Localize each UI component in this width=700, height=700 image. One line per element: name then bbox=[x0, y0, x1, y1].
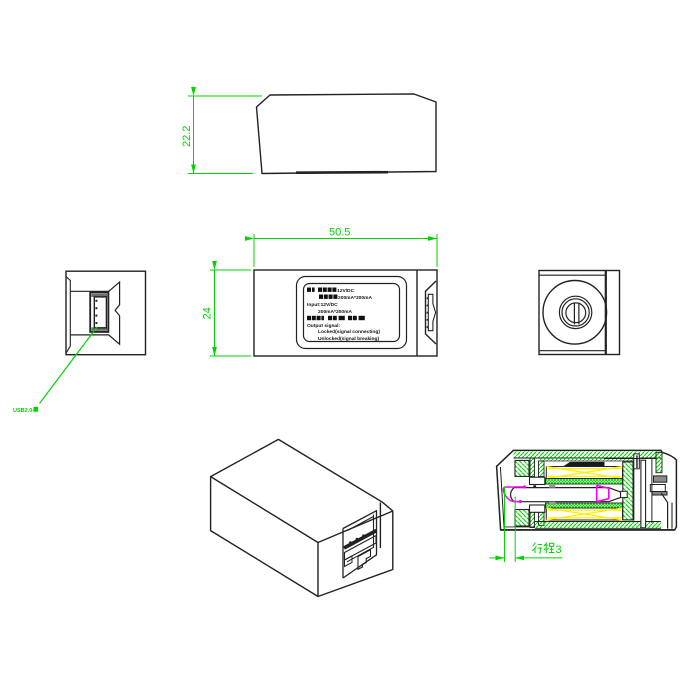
svg-text:24: 24 bbox=[202, 307, 214, 319]
svg-text:3: 3 bbox=[556, 544, 562, 556]
svg-text:12V/DC: 12V/DC bbox=[337, 288, 355, 294]
svg-text:22.2: 22.2 bbox=[181, 126, 193, 147]
svg-text:Output signal:: Output signal: bbox=[307, 323, 341, 329]
svg-text:Locked(signal connecting): Locked(signal connecting) bbox=[318, 329, 380, 335]
svg-text:50.5: 50.5 bbox=[329, 227, 350, 239]
svg-text:USB2.0-: USB2.0- bbox=[13, 408, 34, 414]
svg-text:Input:12V/DC: Input:12V/DC bbox=[307, 302, 338, 308]
svg-text:200mA*200mA: 200mA*200mA bbox=[338, 295, 372, 301]
svg-text:Unlocked(signal breaking): Unlocked(signal breaking) bbox=[318, 336, 380, 342]
svg-text:200mA*200mA: 200mA*200mA bbox=[318, 309, 352, 315]
